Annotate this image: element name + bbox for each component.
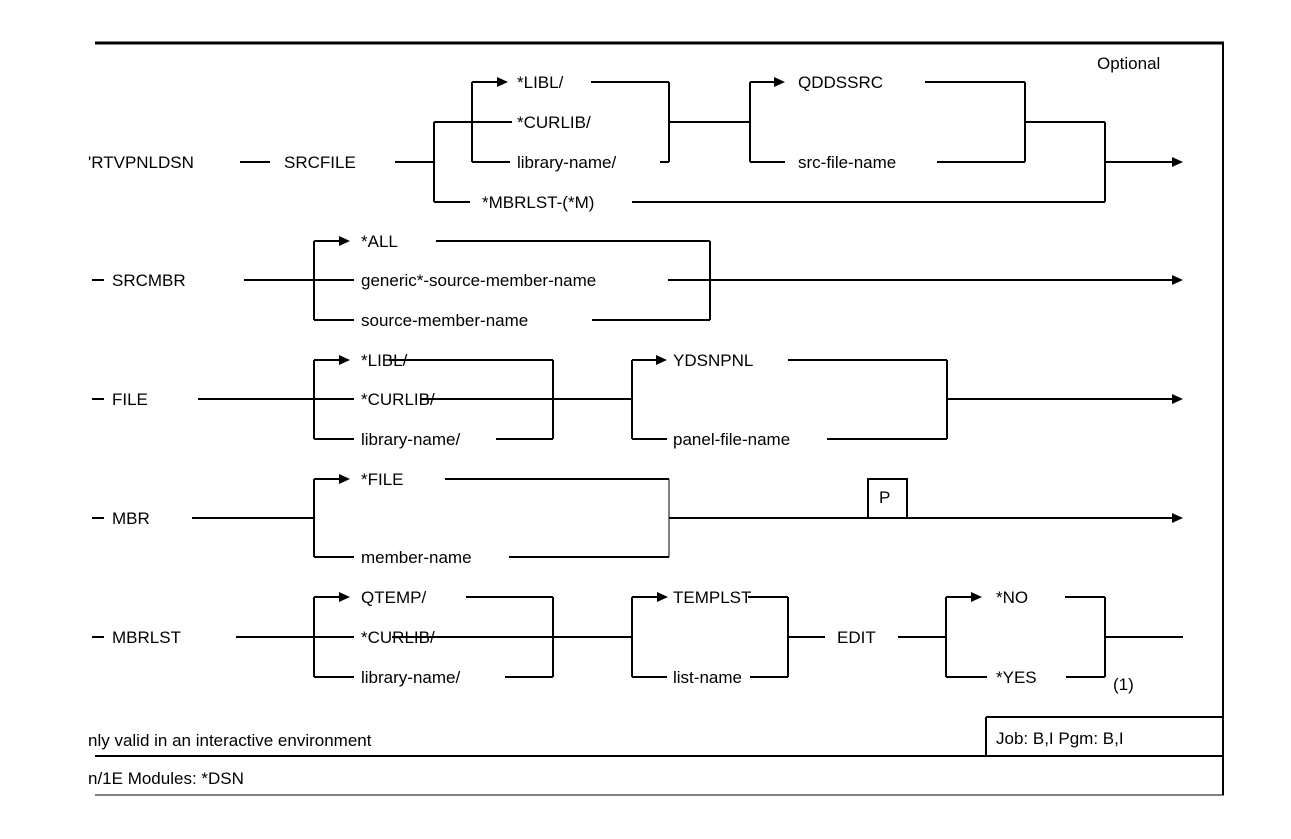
option-no: *NO (996, 588, 1028, 607)
option-library-name: library-name/ (517, 153, 616, 172)
continue-arrow-icon (1172, 513, 1183, 523)
continue-arrow-icon (1172, 275, 1183, 285)
keyword-file: FILE (112, 390, 148, 409)
option-panel-file-name: panel-file-name (673, 430, 790, 449)
option-library-name: library-name/ (361, 430, 460, 449)
option-generic-source-member-name: generic*-source-member-name (361, 271, 596, 290)
default-arrow-icon (339, 474, 350, 484)
option-curlib: *CURLIB/ (361, 390, 435, 409)
option-curlib: *CURLIB/ (517, 113, 591, 132)
keyword-mbr: MBR (112, 509, 150, 528)
option-ydsnpnl: YDSNPNL (673, 351, 753, 370)
option-all: *ALL (361, 232, 398, 251)
default-arrow-icon (657, 592, 668, 602)
job-pgm-label: Job: B,I Pgm: B,I (996, 729, 1124, 748)
footnote-ref: (1) (1113, 675, 1134, 694)
keyword-srcmbr: SRCMBR (112, 271, 186, 290)
command-name: 'RTVPNLDSN (88, 153, 194, 172)
continue-arrow-icon (1172, 157, 1183, 167)
modules-label: n/1E Modules: *DSN (88, 769, 244, 788)
option-yes: *YES (996, 668, 1037, 687)
option-file: *FILE (361, 470, 404, 489)
option-member-name: member-name (361, 548, 472, 567)
optional-label: Optional (1097, 54, 1160, 73)
option-templst: TEMPLST (673, 588, 751, 607)
option-libl: *LIBL/ (517, 73, 564, 92)
option-qtemp: QTEMP/ (361, 588, 426, 607)
option-source-member-name: source-member-name (361, 311, 528, 330)
footnote-text: nly valid in an interactive environment (88, 731, 372, 750)
row-srcfile: 'RTVPNLDSN SRCFILE *LIBL/ *CURLIB/ libra… (88, 73, 1183, 212)
keyword-mbrlst: MBRLST (112, 628, 181, 647)
default-arrow-icon (339, 592, 350, 602)
continue-arrow-icon (1172, 394, 1183, 404)
option-mbrlst-m: *MBRLST-(*M) (482, 193, 594, 212)
row-file: FILE *LIBL/ *CURLIB/ library-name/ YDSNP… (92, 351, 1183, 449)
default-arrow-icon (339, 355, 350, 365)
row-srcmbr: SRCMBR *ALL generic*-source-member-name … (92, 232, 1183, 330)
row-mbrlst: MBRLST QTEMP/ *CURLIB/ library-name/ TEM… (92, 588, 1183, 694)
row-mbr: MBR *FILE member-name P (92, 470, 1183, 567)
default-arrow-icon (774, 77, 785, 87)
option-libl: *LIBL/ (361, 351, 408, 370)
default-arrow-icon (497, 77, 508, 87)
keyword-edit: EDIT (837, 628, 876, 647)
default-arrow-icon (656, 355, 667, 365)
keyword-srcfile: SRCFILE (284, 153, 356, 172)
option-qddssrc: QDDSSRC (798, 73, 883, 92)
option-library-name: library-name/ (361, 668, 460, 687)
footer: nly valid in an interactive environment … (88, 716, 1224, 796)
default-arrow-icon (971, 592, 982, 602)
option-src-file-name: src-file-name (798, 153, 896, 172)
positional-marker-box (867, 478, 908, 519)
positional-marker: P (879, 488, 890, 507)
option-list-name: list-name (673, 668, 742, 687)
default-arrow-icon (339, 236, 350, 246)
